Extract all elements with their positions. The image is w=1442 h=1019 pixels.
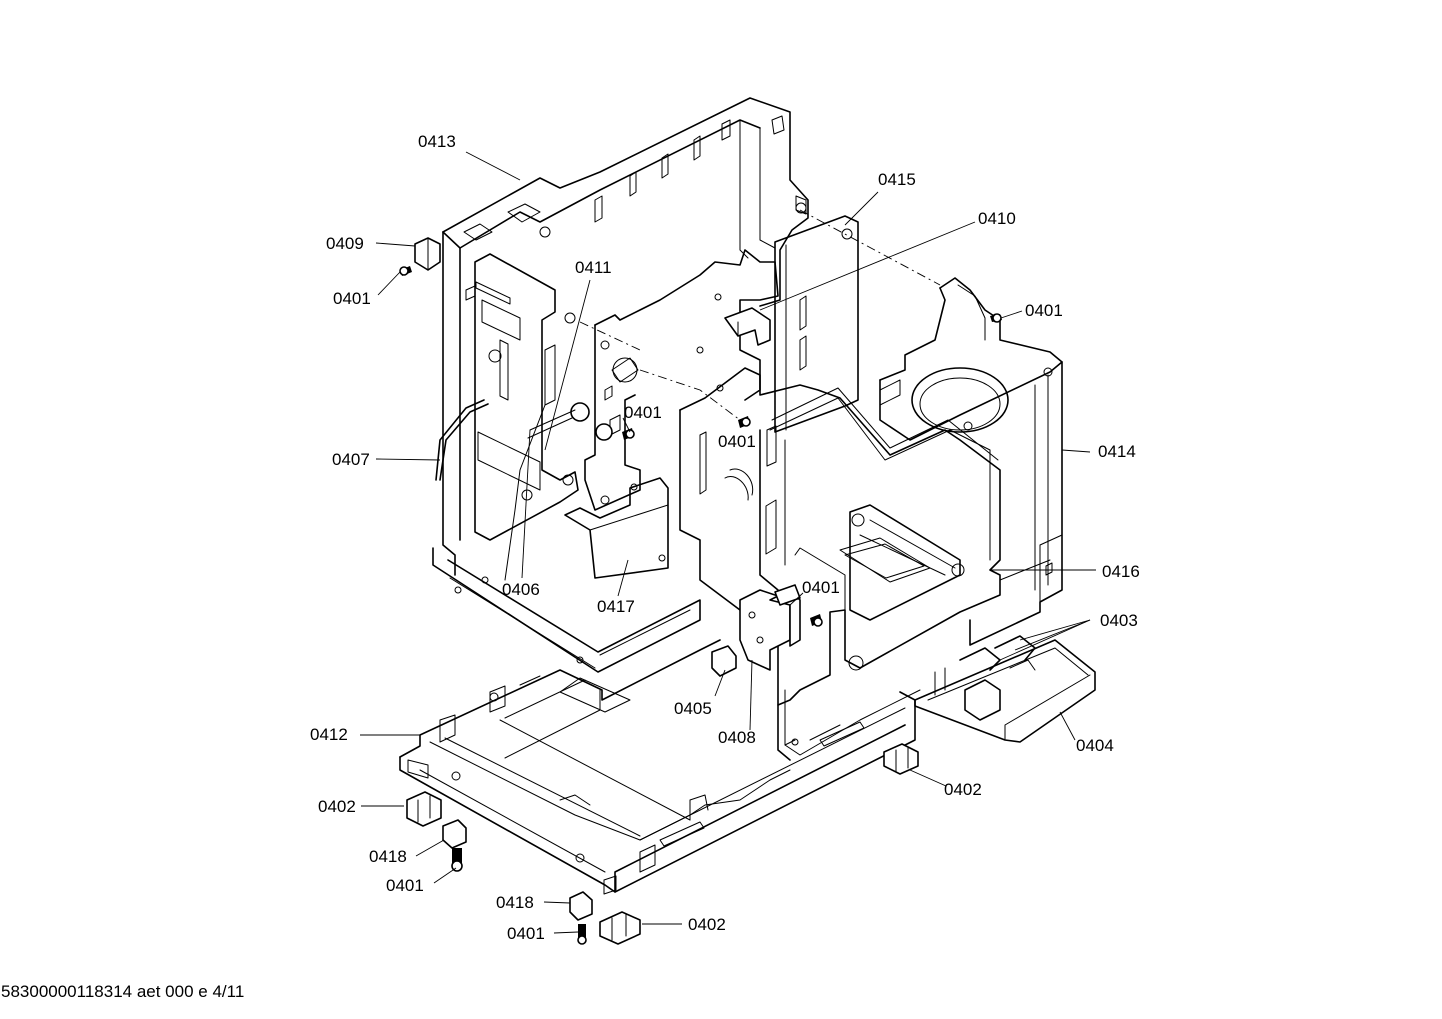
label-0413: 0413 <box>418 132 456 151</box>
small-parts <box>399 237 1002 945</box>
label-0411: 0411 <box>575 258 612 277</box>
label-0401-lower: 0401 <box>802 578 840 597</box>
label-0412: 0412 <box>310 725 348 744</box>
document-footer: 58300000118314 aet 000 e 4/11 <box>1 982 244 1001</box>
label-0408: 0408 <box>718 728 756 747</box>
label-0401-left-top: 0401 <box>333 289 371 308</box>
label-0407: 0407 <box>332 450 370 469</box>
label-0405: 0405 <box>674 699 712 718</box>
label-0401-mid: 0401 <box>624 403 662 422</box>
screw-0401-left-top <box>399 266 412 276</box>
label-0401-center: 0401 <box>718 432 756 451</box>
part-labels: 0413 0415 0410 0409 0411 0401 0401 0401 … <box>310 132 1140 943</box>
screw-0401-bottom-left <box>451 848 463 872</box>
label-0401-right-top: 0401 <box>1025 301 1063 320</box>
label-0406: 0406 <box>502 580 540 599</box>
label-0409: 0409 <box>326 234 364 253</box>
label-0402-bottom: 0402 <box>688 915 726 934</box>
label-0403: 0403 <box>1100 611 1138 630</box>
foot-0402-right <box>883 743 919 775</box>
screw-0401-center <box>738 416 751 428</box>
drip-tray-assembly <box>914 635 1096 743</box>
screw-0401-mid <box>622 428 635 440</box>
foot-0402-bottom <box>599 911 641 945</box>
label-0418-bottom: 0418 <box>496 893 534 912</box>
label-0401-bottom-left: 0401 <box>386 876 424 895</box>
label-0402-left: 0402 <box>318 797 356 816</box>
label-0416: 0416 <box>1102 562 1140 581</box>
clip-0418-bottom <box>569 891 593 921</box>
label-0415: 0415 <box>878 170 916 189</box>
label-0418-left: 0418 <box>369 847 407 866</box>
label-0402-right: 0402 <box>944 780 982 799</box>
screw-0401-lower <box>810 614 823 627</box>
label-0414: 0414 <box>1098 442 1136 461</box>
screw-0401-right-top <box>990 313 1002 323</box>
screw-0401-bottom-center <box>577 924 587 945</box>
label-0404: 0404 <box>1076 736 1114 755</box>
foot-0402-left <box>406 791 442 827</box>
label-0410: 0410 <box>978 209 1016 228</box>
label-0401-bottom-center: 0401 <box>507 924 545 943</box>
middle-panels <box>564 215 859 579</box>
clip-0418-left <box>442 819 467 849</box>
label-0417: 0417 <box>597 597 635 616</box>
right-frame-unit <box>679 277 1063 761</box>
leader-lines <box>360 151 1096 934</box>
base-frame <box>399 639 916 895</box>
